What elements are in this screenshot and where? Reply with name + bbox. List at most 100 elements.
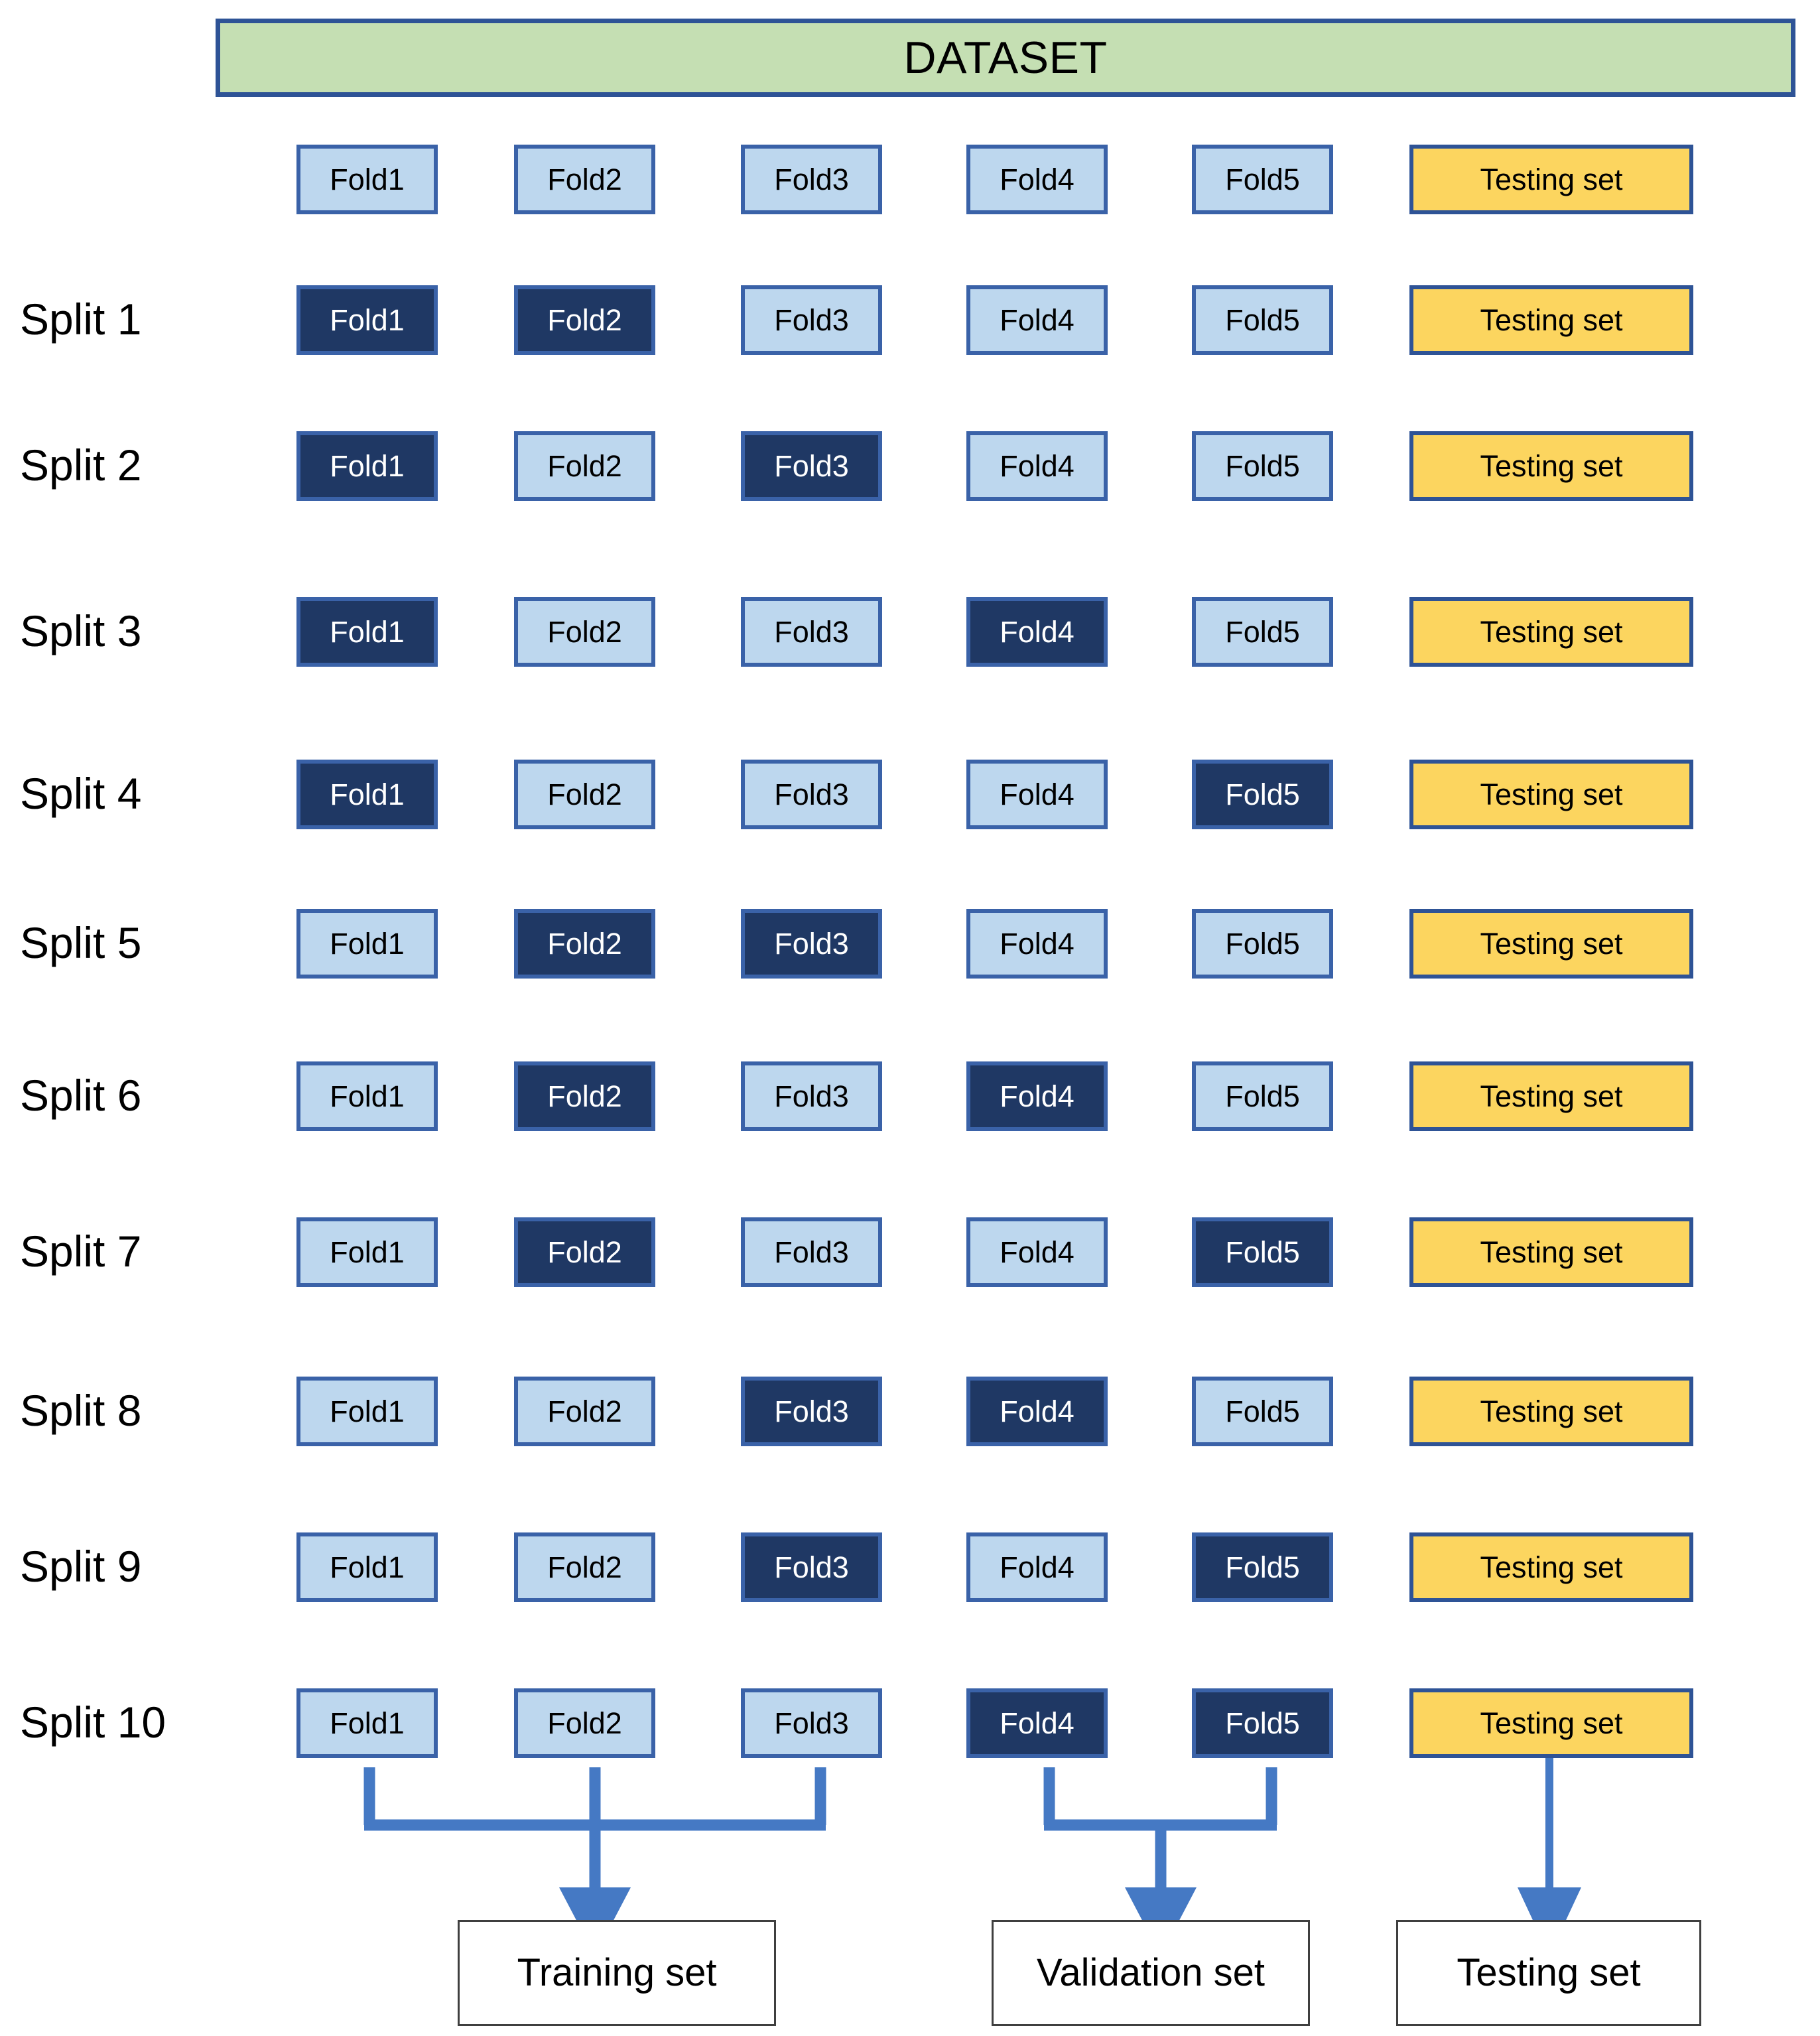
fold-cell-r8-c3[interactable]: Fold4 xyxy=(966,1377,1108,1446)
fold-cell-r9-c3[interactable]: Fold4 xyxy=(966,1532,1108,1602)
fold-cell-r9-c4[interactable]: Fold5 xyxy=(1192,1532,1333,1602)
fold-cell-r5-c3[interactable]: Fold4 xyxy=(966,909,1108,979)
fold-cell-r8-c1[interactable]: Fold2 xyxy=(514,1377,655,1446)
fold-cell-r9-c1[interactable]: Fold2 xyxy=(514,1532,655,1602)
fold-cell-r6-c4[interactable]: Fold5 xyxy=(1192,1061,1333,1131)
fold-cell-r0-c0[interactable]: Fold1 xyxy=(296,145,438,214)
fold-cell-r4-c5[interactable]: Testing set xyxy=(1409,760,1693,829)
fold-cell-r5-c5[interactable]: Testing set xyxy=(1409,909,1693,979)
fold-cell-r3-c5[interactable]: Testing set xyxy=(1409,597,1693,667)
fold-cell-r7-c0[interactable]: Fold1 xyxy=(296,1217,438,1287)
fold-cell-r5-c0[interactable]: Fold1 xyxy=(296,909,438,979)
fold-cell-label: Testing set xyxy=(1480,1079,1623,1113)
fold-cell-label: Fold1 xyxy=(330,303,405,337)
fold-cell-r10-c4[interactable]: Fold5 xyxy=(1192,1688,1333,1758)
fold-cell-r4-c1[interactable]: Fold2 xyxy=(514,760,655,829)
fold-cell-r5-c4[interactable]: Fold5 xyxy=(1192,909,1333,979)
fold-cell-label: Fold2 xyxy=(547,1706,622,1740)
split-label-7: Split 7 xyxy=(20,1227,142,1276)
fold-cell-r2-c4[interactable]: Fold5 xyxy=(1192,431,1333,501)
fold-cell-label: Fold1 xyxy=(330,927,405,961)
split-label-5: Split 5 xyxy=(20,918,142,967)
fold-cell-r6-c2[interactable]: Fold3 xyxy=(741,1061,882,1131)
fold-cell-r5-c1[interactable]: Fold2 xyxy=(514,909,655,979)
fold-cell-label: Fold3 xyxy=(774,1079,849,1113)
fold-cell-r2-c0[interactable]: Fold1 xyxy=(296,431,438,501)
fold-cell-r3-c3[interactable]: Fold4 xyxy=(966,597,1108,667)
fold-cell-label: Fold2 xyxy=(547,1079,622,1113)
fold-cell-label: Fold3 xyxy=(774,163,849,196)
fold-cell-r10-c2[interactable]: Fold3 xyxy=(741,1688,882,1758)
fold-cell-r2-c3[interactable]: Fold4 xyxy=(966,431,1108,501)
fold-cell-label: Fold4 xyxy=(1000,449,1074,483)
fold-cell-r4-c2[interactable]: Fold3 xyxy=(741,760,882,829)
fold-cell-label: Fold1 xyxy=(330,1235,405,1269)
fold-cell-r8-c2[interactable]: Fold3 xyxy=(741,1377,882,1446)
fold-cell-label: Fold3 xyxy=(774,1550,849,1584)
fold-cell-label: Fold3 xyxy=(774,615,849,649)
fold-cell-r7-c2[interactable]: Fold3 xyxy=(741,1217,882,1287)
fold-cell-label: Testing set xyxy=(1480,778,1623,811)
fold-cell-r0-c1[interactable]: Fold2 xyxy=(514,145,655,214)
fold-cell-r10-c0[interactable]: Fold1 xyxy=(296,1688,438,1758)
fold-cell-r7-c1[interactable]: Fold2 xyxy=(514,1217,655,1287)
fold-cell-r6-c3[interactable]: Fold4 xyxy=(966,1061,1108,1131)
fold-cell-r10-c5[interactable]: Testing set xyxy=(1409,1688,1693,1758)
fold-cell-r10-c3[interactable]: Fold4 xyxy=(966,1688,1108,1758)
fold-cell-label: Fold4 xyxy=(1000,1394,1074,1428)
fold-cell-label: Fold5 xyxy=(1225,1079,1300,1113)
fold-cell-label: Fold4 xyxy=(1000,1079,1074,1113)
output-box-training: Training set xyxy=(458,1920,776,2026)
fold-cell-label: Fold4 xyxy=(1000,1706,1074,1740)
fold-cell-r2-c2[interactable]: Fold3 xyxy=(741,431,882,501)
fold-cell-r9-c2[interactable]: Fold3 xyxy=(741,1532,882,1602)
fold-cell-r5-c2[interactable]: Fold3 xyxy=(741,909,882,979)
fold-cell-r2-c1[interactable]: Fold2 xyxy=(514,431,655,501)
fold-cell-label: Fold5 xyxy=(1225,1706,1300,1740)
fold-cell-label: Fold5 xyxy=(1225,449,1300,483)
fold-cell-r8-c4[interactable]: Fold5 xyxy=(1192,1377,1333,1446)
split-label-1: Split 1 xyxy=(20,295,142,344)
fold-cell-r1-c2[interactable]: Fold3 xyxy=(741,285,882,355)
fold-cell-r3-c0[interactable]: Fold1 xyxy=(296,597,438,667)
fold-cell-r0-c4[interactable]: Fold5 xyxy=(1192,145,1333,214)
fold-cell-r1-c4[interactable]: Fold5 xyxy=(1192,285,1333,355)
fold-cell-r7-c5[interactable]: Testing set xyxy=(1409,1217,1693,1287)
fold-cell-r4-c3[interactable]: Fold4 xyxy=(966,760,1108,829)
fold-cell-r6-c0[interactable]: Fold1 xyxy=(296,1061,438,1131)
fold-cell-r0-c2[interactable]: Fold3 xyxy=(741,145,882,214)
fold-cell-r7-c4[interactable]: Fold5 xyxy=(1192,1217,1333,1287)
fold-cell-r1-c5[interactable]: Testing set xyxy=(1409,285,1693,355)
fold-cell-r1-c0[interactable]: Fold1 xyxy=(296,285,438,355)
fold-cell-r9-c0[interactable]: Fold1 xyxy=(296,1532,438,1602)
fold-cell-r1-c1[interactable]: Fold2 xyxy=(514,285,655,355)
fold-cell-r4-c4[interactable]: Fold5 xyxy=(1192,760,1333,829)
fold-cell-r6-c5[interactable]: Testing set xyxy=(1409,1061,1693,1131)
fold-cell-label: Testing set xyxy=(1480,1706,1623,1740)
fold-cell-r2-c5[interactable]: Testing set xyxy=(1409,431,1693,501)
fold-cell-label: Fold2 xyxy=(547,1550,622,1584)
fold-cell-r4-c0[interactable]: Fold1 xyxy=(296,760,438,829)
fold-cell-r9-c5[interactable]: Testing set xyxy=(1409,1532,1693,1602)
fold-cell-r8-c0[interactable]: Fold1 xyxy=(296,1377,438,1446)
fold-cell-r3-c4[interactable]: Fold5 xyxy=(1192,597,1333,667)
fold-cell-r1-c3[interactable]: Fold4 xyxy=(966,285,1108,355)
fold-cell-r7-c3[interactable]: Fold4 xyxy=(966,1217,1108,1287)
fold-cell-r0-c3[interactable]: Fold4 xyxy=(966,145,1108,214)
dataset-bar: DATASET xyxy=(216,19,1795,97)
fold-cell-r6-c1[interactable]: Fold2 xyxy=(514,1061,655,1131)
fold-cell-label: Fold5 xyxy=(1225,303,1300,337)
fold-cell-label: Fold5 xyxy=(1225,778,1300,811)
fold-cell-label: Fold3 xyxy=(774,303,849,337)
fold-cell-label: Fold5 xyxy=(1225,1394,1300,1428)
dataset-title: DATASET xyxy=(903,33,1108,83)
fold-cell-r8-c5[interactable]: Testing set xyxy=(1409,1377,1693,1446)
output-label-training: Training set xyxy=(517,1951,717,1994)
fold-cell-r3-c1[interactable]: Fold2 xyxy=(514,597,655,667)
fold-cell-r3-c2[interactable]: Fold3 xyxy=(741,597,882,667)
fold-cell-label: Fold1 xyxy=(330,449,405,483)
fold-cell-label: Fold5 xyxy=(1225,615,1300,649)
split-label-2: Split 2 xyxy=(20,441,142,490)
fold-cell-r0-c5[interactable]: Testing set xyxy=(1409,145,1693,214)
fold-cell-r10-c1[interactable]: Fold2 xyxy=(514,1688,655,1758)
